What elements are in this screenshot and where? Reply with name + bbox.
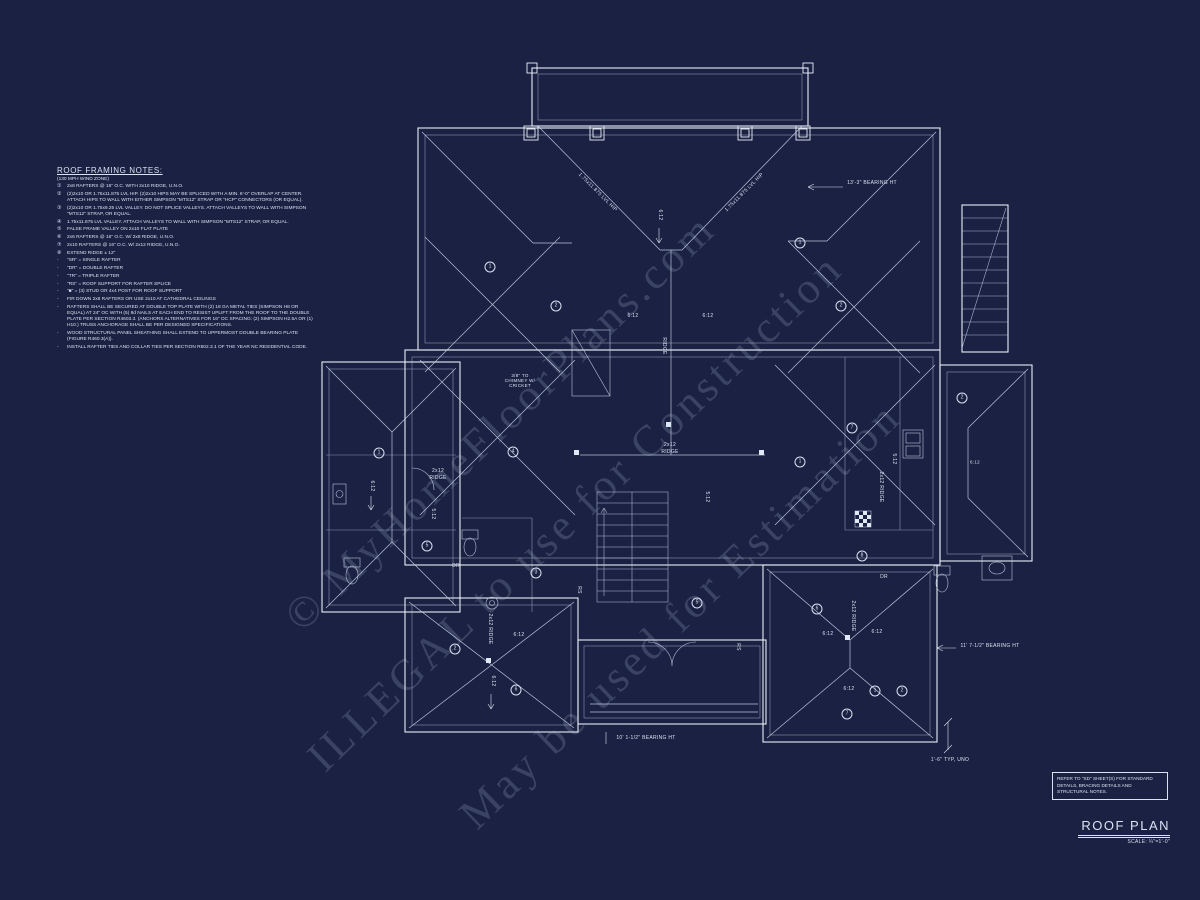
- sheet-scale: SCALE: ¼"=1'-0": [1127, 839, 1170, 845]
- stair-lines: [596, 207, 1008, 603]
- notes-title: ROOF FRAMING NOTES:: [57, 166, 163, 175]
- dimension-lines: [367, 183, 956, 754]
- notes-subtitle: (130 MPH WIND ZONE): [57, 177, 109, 182]
- sheet-title: ROOF PLAN: [1078, 818, 1170, 838]
- wall-lines: [326, 73, 1026, 736]
- note-item: -"DR" = DOUBLE RAFTER: [57, 266, 124, 272]
- note-item: -WOOD STRUCTURAL PANEL SHEATHING SHALL E…: [57, 331, 299, 343]
- roof-framing-notes: ROOF FRAMING NOTES: (130 MPH WIND ZONE) …: [57, 166, 315, 353]
- note-item: -INSTALL RAFTER TIES AND COLLAR TIES PER…: [57, 345, 308, 351]
- note-item: ②(2)2x10 OR 1.75x11.875 LVL HIP. (2)2x10…: [57, 191, 303, 203]
- note-item: -FIR DOWN 2x8 RAFTERS OR USE 2x10 AT CAT…: [57, 297, 216, 303]
- fixture-lines: [332, 329, 1013, 667]
- note-item: -"TR" = TRIPLE RAFTER: [57, 273, 120, 279]
- note-item: -"■" = (3) STUD OR 4x4 POST FOR ROOF SUP…: [57, 289, 183, 295]
- note-item: -RAFTERS SHALL BE SECURED AT DOUBLE TOP …: [57, 304, 313, 329]
- note-item: -"SR" = SINGLE RAFTER: [57, 258, 121, 264]
- roof-outline-lines: [321, 67, 1033, 743]
- title-block: ROOF PLAN SCALE: ¼"=1'-0": [1078, 818, 1170, 845]
- column-markers: [523, 62, 814, 141]
- hip-valley-ridge-lines: [325, 125, 1029, 739]
- post-markers: [486, 422, 871, 663]
- notes-dashed-list: -"SR" = SINGLE RAFTER -"DR" = DOUBLE RAFT…: [57, 258, 315, 351]
- note-item: ③(2)2x10 OR 1.75x9.25 LVL VALLEY. DO NOT…: [57, 205, 307, 217]
- reference-note-box: REFER TO "SD" SHEET(S) FOR STANDARD DETA…: [1052, 772, 1168, 800]
- note-item: -"RS" = ROOF SUPPORT FOR RAFTER SPLICE: [57, 281, 172, 287]
